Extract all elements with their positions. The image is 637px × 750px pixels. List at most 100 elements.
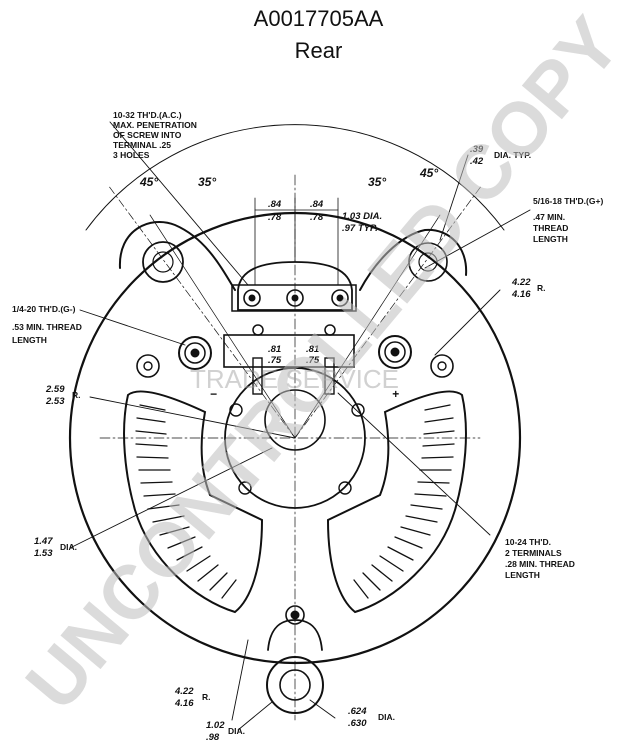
ac-terminal-2-dot	[291, 294, 299, 302]
radius-lower-unit: R.	[202, 692, 211, 702]
pos-callout-line1: 5/16-18 TH'D.(G+)	[533, 196, 603, 206]
angle-35-left: 35°	[198, 175, 216, 189]
pos-callout-line4: LENGTH	[533, 234, 568, 244]
pivot-bolt	[285, 605, 305, 625]
bore-b: 1.53	[34, 548, 53, 559]
neg-callout-line1: 1/4-20 TH'D.(G-)	[12, 304, 76, 314]
ac-callout-line2: MAX. PENETRATION	[113, 120, 197, 130]
radius-upper-b: 4.16	[511, 289, 531, 300]
dim-mid-b-left: .75	[268, 355, 282, 366]
ear-hole-right-inner	[418, 252, 438, 272]
radius-left-b: 2.53	[45, 396, 65, 407]
hole-unit: DIA.	[378, 712, 395, 722]
part-number-title: A0017705AA	[253, 6, 384, 31]
mounting-ear-right	[359, 228, 468, 291]
ground-negative-stud-inner	[184, 342, 206, 364]
dim-mid-a-right: .81	[306, 344, 319, 355]
ear-hole-left-inner	[152, 251, 174, 273]
radius-lower-b: 4.16	[174, 698, 194, 709]
side-bolt-right-inner	[437, 361, 447, 371]
leader-ac-terminal	[109, 121, 249, 286]
minus-symbol: −	[210, 387, 217, 401]
bore-unit: DIA.	[60, 542, 77, 552]
ac-callout-line1: 10-32 TH'D.(A.C.)	[113, 110, 182, 120]
hole-dia-a: .39	[470, 144, 484, 155]
hole-a: .624	[348, 706, 367, 717]
view-subtitle: Rear	[294, 38, 343, 63]
pivot-b: .98	[206, 732, 220, 743]
bore-a: 1.47	[34, 536, 53, 547]
hub-screw-1	[229, 403, 243, 417]
leader-field	[337, 392, 491, 536]
ac-terminal-1-dot	[248, 294, 256, 302]
field-callout-line1: 10-24 TH'D.	[505, 537, 551, 547]
center-line-right-45	[294, 184, 483, 439]
hub-screw-4	[338, 481, 352, 495]
field-callout-line2: 2 TERMINALS	[505, 548, 562, 558]
side-bolt-right	[430, 354, 454, 378]
radius-lower-a: 4.22	[174, 686, 194, 697]
positive-stud-core	[390, 347, 400, 357]
ear-hole-left	[142, 241, 184, 283]
ac-terminal-2	[286, 289, 304, 307]
center-hub	[224, 367, 366, 509]
dim-mid-a-left: .81	[268, 344, 281, 355]
ground-negative-stud	[178, 336, 212, 370]
vent-slots-left	[135, 404, 237, 599]
side-bolt-left-inner	[143, 361, 153, 371]
leader-bore	[69, 447, 273, 549]
radius-upper-a: 4.22	[511, 277, 531, 288]
neg-callout-line3: LENGTH	[12, 335, 47, 345]
pivot-boss	[267, 619, 323, 651]
ac-callout-line5: 3 HOLES	[113, 150, 150, 160]
dim-mid-b-right: .75	[306, 355, 320, 366]
dim-top-a-right: .84	[310, 199, 324, 210]
dim-top-b-right: .78	[310, 212, 324, 223]
field-terminal-stem-2	[324, 357, 335, 395]
ground-negative-stud-core	[190, 348, 200, 358]
ac-terminal-3	[331, 289, 349, 307]
angle-35-right: 35°	[368, 175, 386, 189]
leader-pivot	[237, 701, 273, 731]
hole-b: .630	[348, 718, 367, 729]
leader-negative	[79, 309, 186, 346]
mounting-ear-left	[118, 221, 236, 291]
boss-dia-line1: 1.03 DIA.	[342, 211, 382, 222]
pos-callout-line2: .47 MIN.	[533, 212, 565, 222]
center-line-right-35	[294, 214, 441, 439]
vent-region-left	[123, 390, 264, 614]
leader-radius-lower	[231, 639, 249, 721]
hub-screw-3	[238, 481, 252, 495]
boss-dia-line2: .97 TYP.	[342, 223, 378, 234]
ac-callout-line4: TERMINAL .25	[113, 140, 171, 150]
leader-radius-left	[89, 396, 296, 439]
field-callout-line4: LENGTH	[505, 570, 540, 580]
vent-region-right	[326, 390, 467, 614]
pivot-mount-outer	[266, 656, 324, 714]
leader-hole-dia	[439, 154, 469, 241]
plus-symbol: +	[392, 387, 399, 401]
terminal-plate	[231, 284, 357, 312]
dim-top-b-left: .78	[268, 212, 282, 223]
watermark-logo-text: TRADE SERVICE	[190, 364, 399, 394]
radius-upper-unit: R.	[537, 283, 546, 293]
leader-radius-upper	[434, 289, 501, 356]
pivot-bolt-core	[290, 610, 300, 620]
pos-callout-line3: THREAD	[533, 223, 568, 233]
dim-top-a-left: .84	[268, 199, 282, 210]
radius-left-a: 2.59	[45, 384, 65, 395]
field-terminal-2	[324, 324, 336, 336]
angle-dimension-arc	[85, 124, 505, 231]
watermark-uncontrolled-copy: UNCONTROLLED COPY	[10, 2, 637, 726]
radius-left-unit: R.	[72, 390, 81, 400]
pivot-mount-hole	[279, 669, 311, 701]
neg-callout-line2: .53 MIN. THREAD	[12, 322, 82, 332]
field-terminal-bar	[223, 334, 355, 368]
pivot-unit: DIA.	[228, 726, 245, 736]
terminal-block-top	[237, 261, 353, 311]
angle-45-left: 45°	[139, 175, 158, 189]
field-terminal-1	[252, 324, 264, 336]
vent-slots-right	[353, 404, 455, 599]
ac-callout-line3: OF SCREW INTO	[113, 130, 182, 140]
